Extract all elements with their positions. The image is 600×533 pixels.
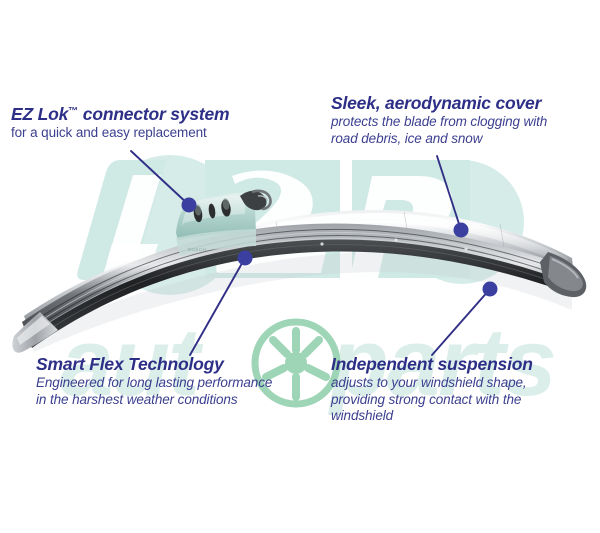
callout-subtitle-sleek-line-1: protects the blade from clogging with xyxy=(331,114,548,129)
callout-dot-smart-flex[interactable] xyxy=(237,250,253,266)
callout-smart-flex: Smart Flex Technology Engineered for lon… xyxy=(36,354,272,408)
callout-title-text: EZ Lok xyxy=(11,104,69,124)
callout-title-ez-lok: EZ Lok™ connector system xyxy=(11,101,230,125)
blade-right-end-cap xyxy=(540,252,587,298)
callout-dot-ez-lok[interactable] xyxy=(181,197,197,213)
leader-line-smart-flex xyxy=(189,257,246,356)
callout-subtitle-smart-flex-line-1: Engineered for long lasting performance xyxy=(36,375,273,390)
leader-line-ez-lok xyxy=(130,150,190,206)
callout-title-smart-flex: Smart Flex Technology xyxy=(36,354,224,374)
connector-molded-text: BOSCH xyxy=(188,247,206,252)
callout-subtitle-smart-flex-line-2: in the harshest weather conditions xyxy=(36,391,238,407)
blade-left-tip xyxy=(12,312,59,353)
aerodynamic-cover xyxy=(24,209,574,336)
callout-dot-sleek[interactable] xyxy=(453,222,469,238)
blade-shadow xyxy=(30,252,572,352)
connector-lock-slots xyxy=(193,199,231,223)
leader-line-sleek xyxy=(436,155,462,231)
ez-lok-connector: BOSCH xyxy=(176,189,272,256)
connector-metal-hook xyxy=(240,189,272,211)
callout-sleek: Sleek, aerodynamic cover protects the bl… xyxy=(331,93,547,147)
callout-subtitle-independent-line-3: windshield xyxy=(331,408,394,423)
callout-subtitle-ez-lok-line-1: for a quick and easy replacement xyxy=(11,125,207,140)
trademark-symbol: ™ xyxy=(68,106,79,117)
leader-line-independent xyxy=(431,288,491,356)
watermark-primary-mark xyxy=(77,155,524,295)
callout-title-text-post: connector system xyxy=(78,104,230,124)
callout-dot-independent[interactable] xyxy=(482,281,498,297)
independent-suspension-spine xyxy=(22,223,569,342)
callout-title-independent: Independent suspension xyxy=(331,354,533,374)
callout-subtitle-independent-line-1: adjusts to your windshield shape, xyxy=(331,375,527,390)
rubber-wiping-element xyxy=(26,239,569,348)
callout-subtitle-sleek-line-2: road debris, ice and snow xyxy=(331,130,483,146)
callout-independent: Independent suspension adjusts to your w… xyxy=(331,354,533,425)
callout-subtitle-independent-line-2: providing strong contact with the xyxy=(331,391,522,407)
callout-title-sleek: Sleek, aerodynamic cover xyxy=(331,93,542,113)
suspension-contact-points xyxy=(320,238,468,251)
callout-ez-lok: EZ Lok™ connector system for a quick and… xyxy=(11,101,230,142)
